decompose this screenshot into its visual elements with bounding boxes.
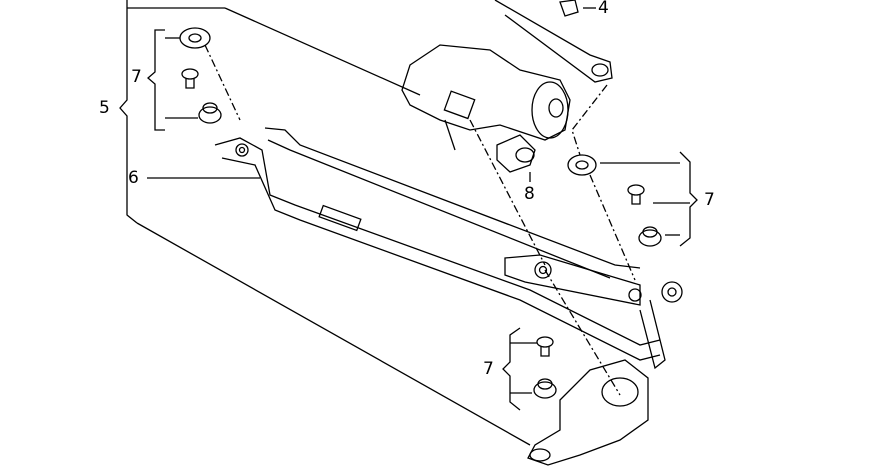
bushing-upper-left	[198, 102, 222, 124]
wiper-linkage-frame	[214, 127, 683, 370]
axis-line	[571, 84, 608, 156]
callout-7-right: 7	[704, 190, 715, 210]
bracket-5	[119, 0, 531, 446]
motor-crank-top	[494, 0, 613, 83]
callout-7-lower: 7	[483, 359, 494, 379]
callout-4: 4	[598, 0, 609, 18]
mounting-plate	[527, 359, 649, 466]
axis-line	[204, 44, 241, 121]
connector-8	[496, 134, 536, 182]
callout-6: 6	[128, 168, 139, 188]
grommet-upper-left	[179, 27, 211, 49]
axis-line	[544, 269, 621, 396]
wiper-motor	[401, 44, 571, 151]
axis-line	[469, 119, 546, 266]
callout-8: 8	[524, 184, 535, 204]
callout-7-upper-left: 7	[131, 67, 142, 87]
bracket-7-right	[567, 151, 698, 247]
callout-5: 5	[99, 98, 110, 118]
bracket-7-upper-left	[147, 29, 198, 131]
crank-arm	[504, 254, 642, 306]
axis-line	[589, 174, 636, 281]
bracket-7-lower	[502, 327, 557, 411]
screw-upper-left	[181, 68, 199, 89]
